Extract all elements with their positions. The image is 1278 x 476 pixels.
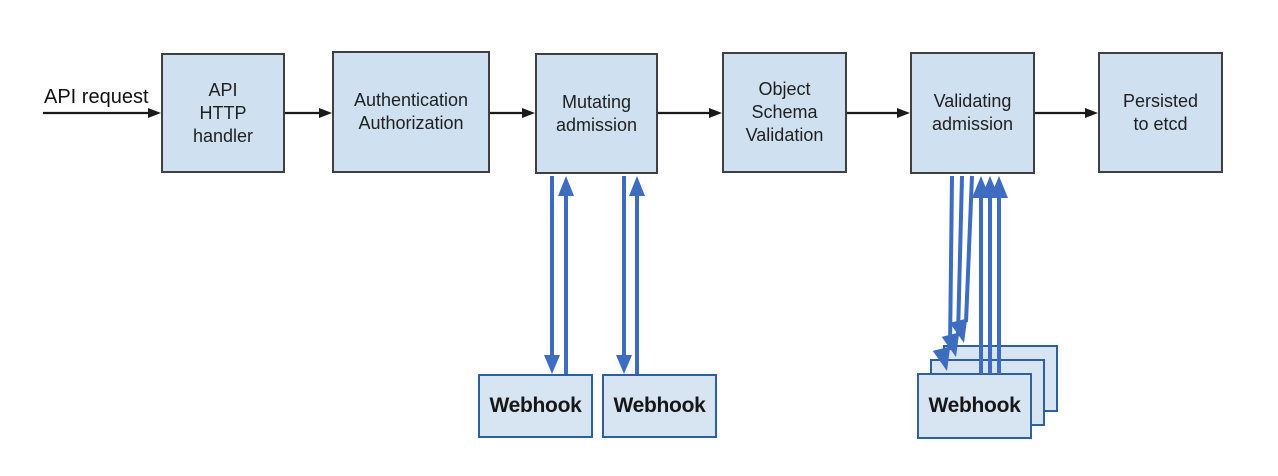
node-label: Object Schema Validation xyxy=(745,79,824,145)
webhook-label: Webhook xyxy=(928,394,1021,417)
node-persisted-to-etcd: Persisted to etcd xyxy=(1098,52,1223,173)
node-api-http-handler: API HTTP handler xyxy=(161,53,285,173)
node-label: Authentication Authorization xyxy=(353,90,469,133)
node-label: Persisted to etcd xyxy=(1122,90,1199,134)
node-object-schema-validation: Object Schema Validation xyxy=(722,52,847,173)
mutating-webhook1-down-arrow xyxy=(544,176,560,374)
webhook-box-mutating-2: Webhook xyxy=(602,374,717,438)
flow-arrow-4 xyxy=(847,108,910,118)
entry-arrow xyxy=(43,108,161,118)
entry-label: API request xyxy=(44,86,149,108)
node-mutating-admission: Mutating admission xyxy=(535,53,658,174)
node-label: API HTTP handler xyxy=(192,79,254,146)
node-label: Mutating admission xyxy=(555,91,638,135)
flow-arrow-1 xyxy=(285,108,332,118)
flow-arrow-5 xyxy=(1035,108,1098,118)
webhook-box-validating-front: Webhook xyxy=(917,373,1032,439)
webhook-label: Webhook xyxy=(613,394,706,417)
webhook-label: Webhook xyxy=(489,394,582,417)
webhook-box-mutating-1: Webhook xyxy=(478,374,593,438)
node-validating-admission: Validating admission xyxy=(910,52,1035,174)
validating-webhook-down-arrow-2 xyxy=(941,175,964,357)
validating-webhook-down-arrow-3 xyxy=(949,175,974,343)
validating-webhook-down-arrow-1 xyxy=(932,175,954,371)
flow-arrow-2 xyxy=(490,108,535,118)
flow-arrow-3 xyxy=(658,108,722,118)
node-label: Validating admission xyxy=(931,91,1014,134)
mutating-webhook1-up-arrow xyxy=(558,176,574,374)
mutating-webhook2-up-arrow xyxy=(629,176,645,374)
node-authentication-authorization: Authentication Authorization xyxy=(332,51,490,173)
mutating-webhook2-down-arrow xyxy=(616,176,632,374)
